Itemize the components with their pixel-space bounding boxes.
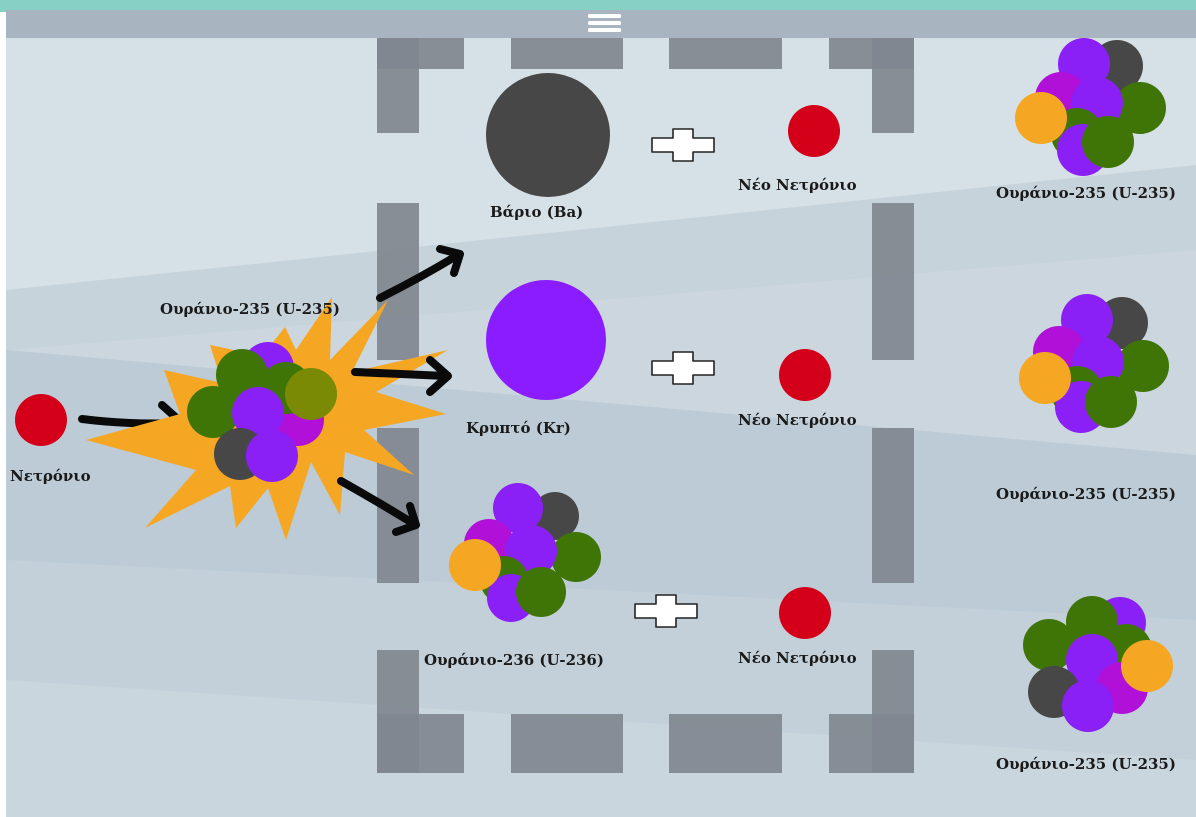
uranium-236-label: Ουράνιο-236 (U-236) xyxy=(424,651,604,669)
krypton-label: Κρυπτό (Kr) xyxy=(466,419,571,437)
new-neutron-label: Νέο Νετρόνιο xyxy=(738,411,857,429)
hamburger-menu-icon[interactable] xyxy=(586,12,622,36)
uranium-235-label: Ουράνιο-235 (U-235) xyxy=(160,300,340,318)
uranium-235-label: Ουράνιο-235 (U-235) xyxy=(996,485,1176,503)
new-neutron-label: Νέο Νετρόνιο xyxy=(738,649,857,667)
new-neutron-label: Νέο Νετρόνιο xyxy=(738,176,857,194)
new-neutron-particle xyxy=(779,349,831,401)
barium-nucleus xyxy=(486,73,610,197)
neutron-label: Νετρόνιο xyxy=(10,467,91,485)
barium-label: Βάριο (Ba) xyxy=(490,203,583,221)
uranium-235-label: Ουράνιο-235 (U-235) xyxy=(996,184,1176,202)
neutron-particle xyxy=(15,394,67,446)
krypton-nucleus xyxy=(486,280,606,400)
new-neutron-particle xyxy=(779,587,831,639)
new-neutron-particle xyxy=(788,105,840,157)
uranium-235-label: Ουράνιο-235 (U-235) xyxy=(996,755,1176,773)
